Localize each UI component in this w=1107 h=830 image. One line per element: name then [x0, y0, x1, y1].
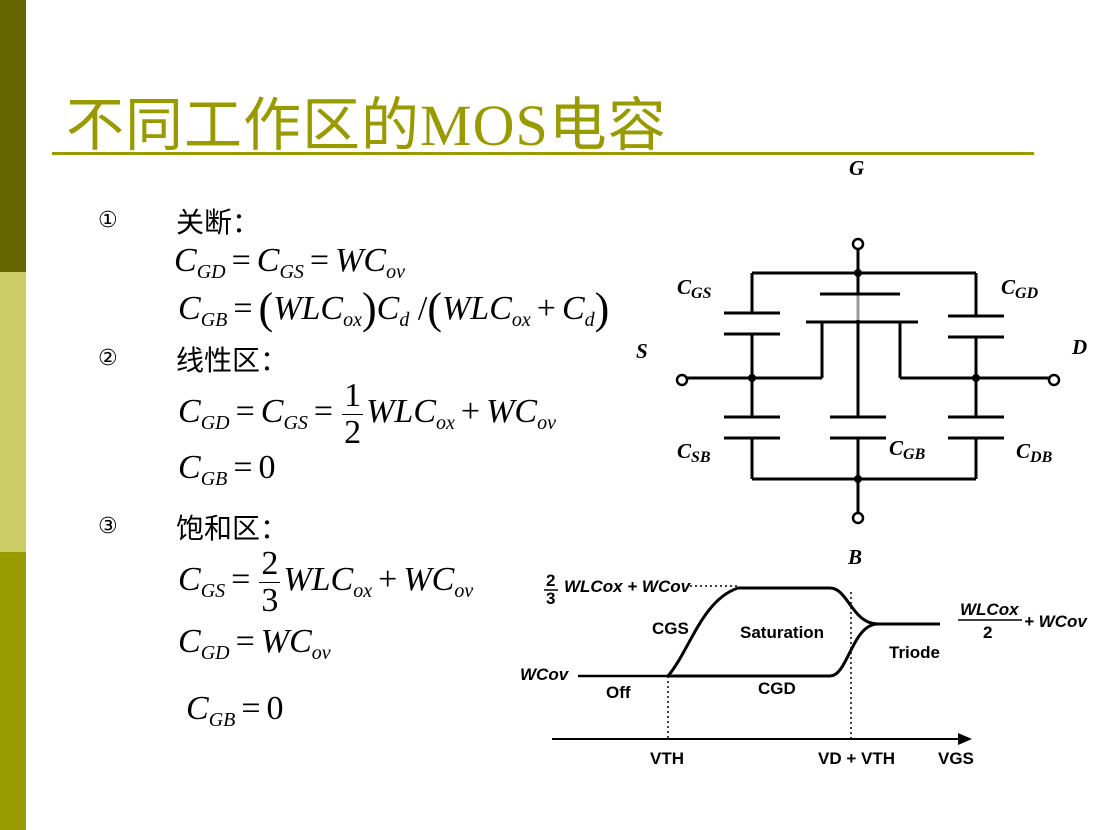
graph-region-saturation: Saturation	[740, 623, 824, 642]
csb-cap-label: CSB	[677, 439, 711, 466]
graph-xtick-vd-vth: VD + VTH	[818, 749, 895, 768]
section-3-marker: ③	[98, 514, 118, 539]
left-accent-bar-dark	[0, 0, 26, 272]
cgb-cap-label: CGB	[889, 436, 926, 463]
section-3-label: 饱和区：	[176, 514, 289, 545]
cdb-cap-label: CDB	[1016, 439, 1053, 466]
graph-right-num: WLCox	[960, 600, 1020, 619]
section-2-marker: ②	[98, 346, 118, 371]
graph-ytop-den: 3	[546, 589, 555, 608]
terminal-g-label: G	[849, 156, 864, 180]
left-accent-bar-mid	[0, 552, 26, 830]
graph-region-triode: Triode	[889, 643, 940, 662]
section-2-label: 线性区：	[176, 346, 289, 377]
graph-cgs-curve-label: CGS	[652, 619, 689, 638]
graph-right-tail: + WCov	[1024, 612, 1088, 631]
terminal-d-label: D	[1071, 335, 1087, 359]
graph-right-den: 2	[983, 623, 992, 642]
graph-wcov-label: WCov	[520, 665, 570, 684]
section-1-marker: ①	[98, 208, 118, 233]
graph-region-off: Off	[606, 683, 631, 702]
graph-ytop-num: 2	[546, 571, 555, 590]
slide-title: 不同工作区的MOS电容	[66, 93, 667, 158]
formula-sat-cgd: CGD=WCov	[178, 623, 331, 664]
cgd-cap-label: CGD	[1001, 275, 1039, 302]
graph-ytop-label: WLCox + WCov	[564, 577, 692, 596]
formula-sat-cgb: CGB=0	[186, 690, 284, 731]
graph-cgd-curve-label: CGD	[758, 679, 796, 698]
section-1-label: 关断：	[176, 208, 261, 239]
graph-xaxis-label: VGS	[938, 749, 974, 768]
formula-off-cgb: CGB=(WLCox)Cd /(WLCox+Cd)	[178, 284, 610, 333]
left-accent-bar-light	[0, 272, 26, 552]
cgs-cap-label: CGS	[677, 275, 712, 302]
title-underline	[52, 152, 1034, 155]
terminal-s-label: S	[636, 339, 648, 363]
graph-xtick-vth: VTH	[650, 749, 684, 768]
formula-off-cgd-cgs: CGD=CGS=WCov	[174, 242, 405, 283]
terminal-b-label: B	[847, 545, 862, 569]
formula-linear-cgb: CGB=0	[178, 449, 276, 490]
